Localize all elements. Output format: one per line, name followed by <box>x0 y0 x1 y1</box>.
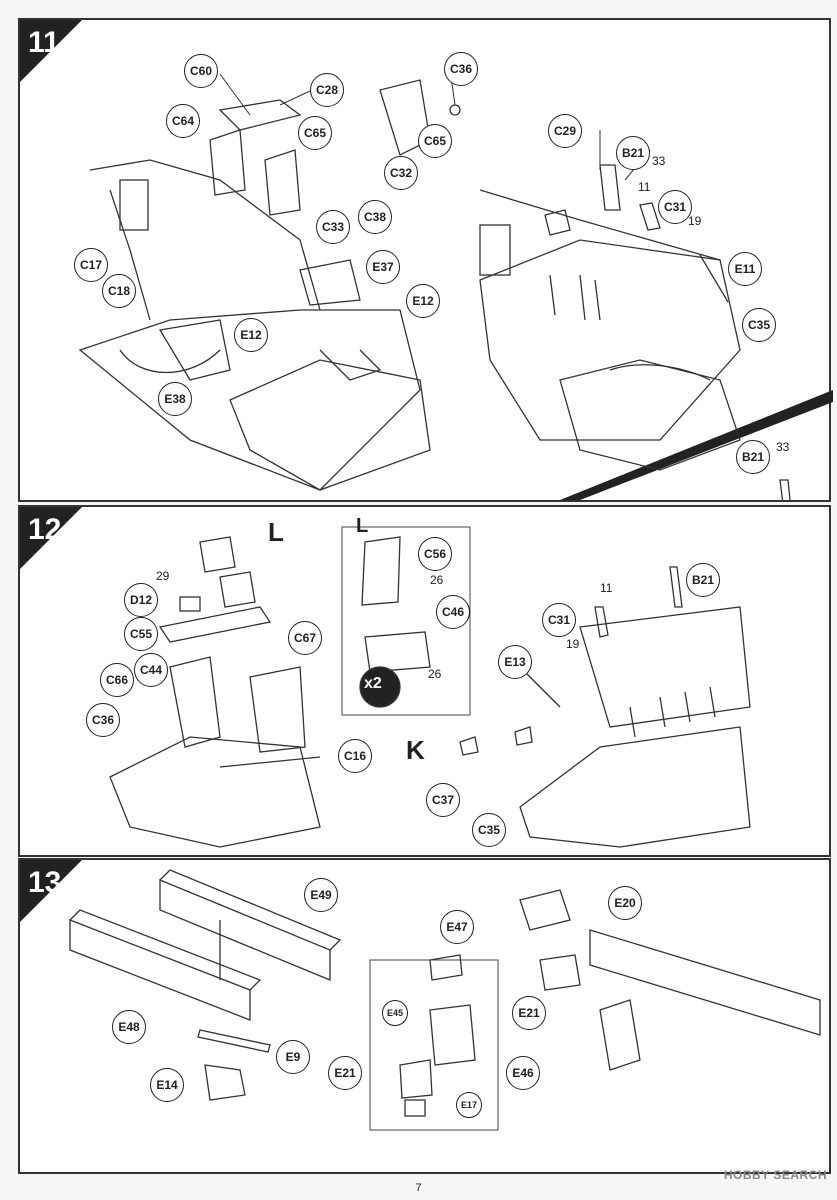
part-callout: E12 <box>406 284 440 318</box>
part-callout: B21 <box>736 440 770 474</box>
part-callout: C67 <box>288 621 322 655</box>
part-callout: C46 <box>436 595 470 629</box>
part-callout: C16 <box>338 739 372 773</box>
quantity-label: 11 <box>600 581 613 595</box>
subassembly-letter: L <box>268 517 284 547</box>
part-callout: E21 <box>328 1056 362 1090</box>
part-callout: E9 <box>276 1040 310 1074</box>
part-callout: C55 <box>124 617 158 651</box>
part-callout: C60 <box>184 54 218 88</box>
part-callout: C38 <box>358 200 392 234</box>
watermark: HOBBY SEARCH <box>723 1168 827 1182</box>
part-callout: C36 <box>444 52 478 86</box>
part-callout: E47 <box>440 910 474 944</box>
part-callout: B21 <box>616 136 650 170</box>
part-callout: D12 <box>124 583 158 617</box>
part-callout: C65 <box>418 124 452 158</box>
quantity-label: 19 <box>688 214 702 228</box>
part-callout: E17 <box>456 1092 482 1118</box>
part-callout: B21 <box>686 563 720 597</box>
quantity-label: 26 <box>430 573 444 587</box>
subassembly-letter: K <box>406 735 425 765</box>
part-callout: E11 <box>728 252 762 286</box>
part-callout: C17 <box>74 248 108 282</box>
part-callout: E48 <box>112 1010 146 1044</box>
quantity-label: 33 <box>652 154 666 168</box>
part-callout: C18 <box>102 274 136 308</box>
part-callout: C35 <box>742 308 776 342</box>
part-callout: C37 <box>426 783 460 817</box>
part-callout: C64 <box>166 104 200 138</box>
step-13-illustration <box>20 860 821 1131</box>
step-number: 12 <box>28 513 62 546</box>
part-callout: E13 <box>498 645 532 679</box>
subassembly-letter: L <box>356 515 369 537</box>
part-callout: C35 <box>472 813 506 847</box>
quantity-label: 26 <box>428 667 442 681</box>
page-number: 7 <box>415 1182 422 1194</box>
part-callout: E20 <box>608 886 642 920</box>
part-callout: E46 <box>506 1056 540 1090</box>
quantity-label: 29 <box>156 569 170 583</box>
part-callout: E45 <box>382 1000 408 1026</box>
step-12-panel: 12 L L K x2 29 D12 C55 C67 C44 C66 C36 C… <box>18 505 831 857</box>
part-callout: C66 <box>100 663 134 697</box>
part-callout: E49 <box>304 878 338 912</box>
quantity-label: 19 <box>566 637 580 651</box>
part-callout: E21 <box>512 996 546 1030</box>
part-callout: C31 <box>658 190 692 224</box>
part-callout: C65 <box>298 116 332 150</box>
part-callout: C33 <box>316 210 350 244</box>
multiplier-badge: x2 <box>364 675 382 692</box>
quantity-label: 33 <box>776 440 790 454</box>
part-callout: E12 <box>234 318 268 352</box>
step-number: 11 <box>28 26 60 59</box>
part-callout: E37 <box>366 250 400 284</box>
step-13-panel: 13 E49 E48 E9 E14 E47 E45 E21 E46 E17 E2… <box>18 858 831 1174</box>
part-callout: C36 <box>86 703 120 737</box>
part-callout: C28 <box>310 73 344 107</box>
part-callout: E14 <box>150 1068 184 1102</box>
part-callout: C56 <box>418 537 452 571</box>
step-11-illustration <box>20 20 833 500</box>
quantity-label: 11 <box>638 180 651 194</box>
part-callout: C44 <box>134 653 168 687</box>
part-callout: C32 <box>384 156 418 190</box>
part-callout: C29 <box>548 114 582 148</box>
step-number: 13 <box>28 866 62 899</box>
step-11-panel: 11 C60 C28 C36 C64 C65 C65 C32 C33 C38 C… <box>18 18 833 502</box>
part-callout: C31 <box>542 603 576 637</box>
part-callout: E38 <box>158 382 192 416</box>
